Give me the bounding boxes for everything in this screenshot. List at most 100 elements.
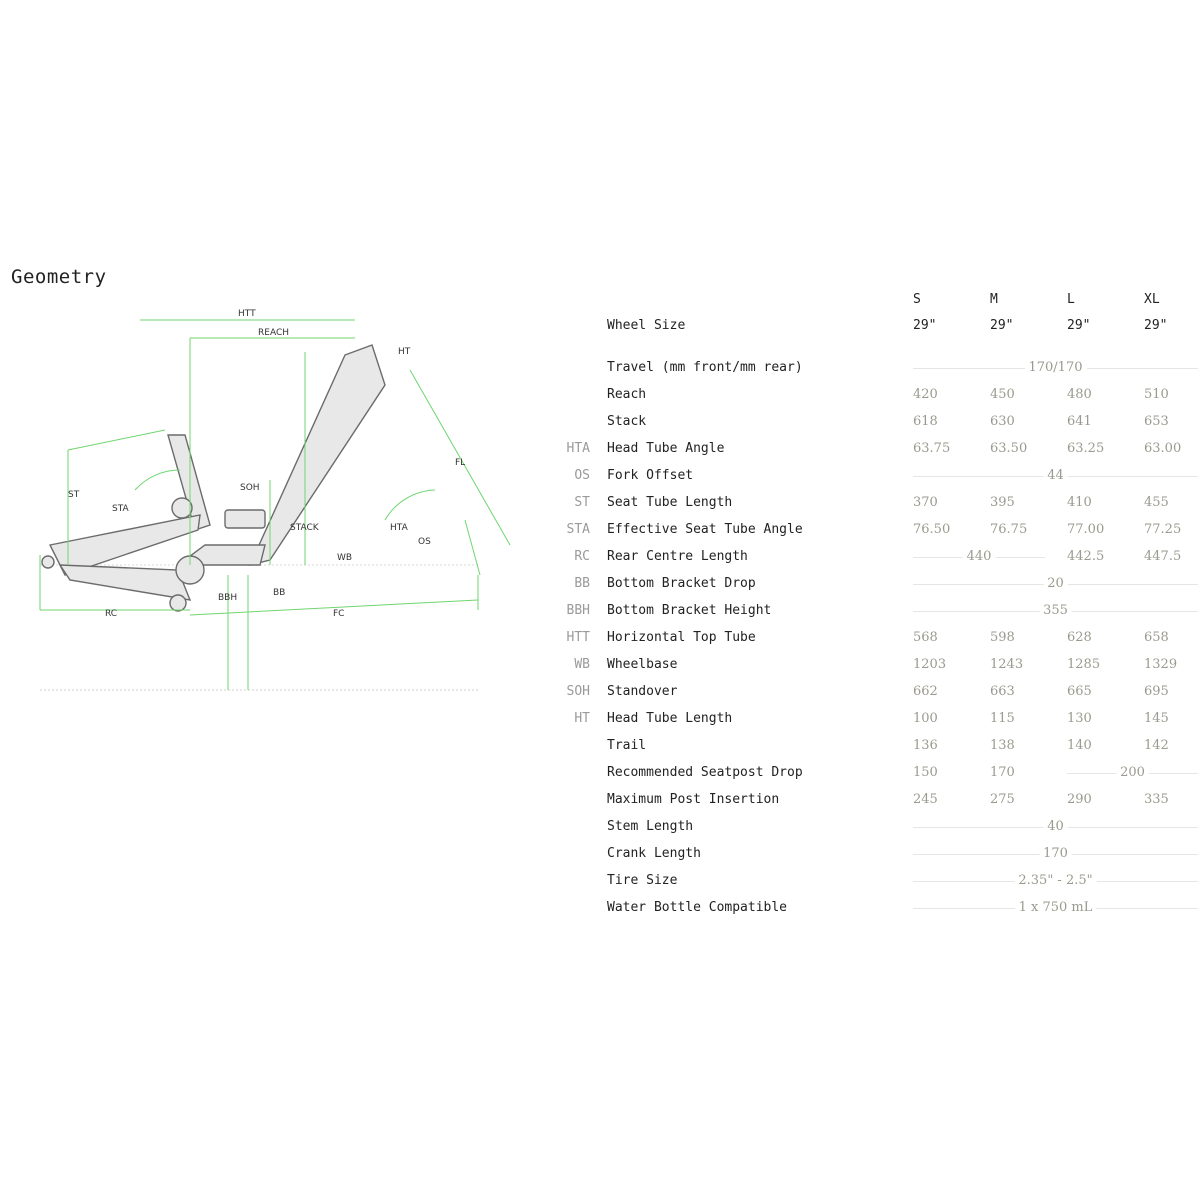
label-fc: FC [333,609,344,619]
row-label: Maximum Post Insertion [607,792,780,807]
cell-value: 598 [990,630,1015,645]
cell-value: 628 [1067,630,1092,645]
cell-value: 630 [990,414,1015,429]
cell-value: 150 [913,765,938,780]
row-label: Head Tube Length [607,711,733,726]
row-abbreviation: HTA [566,441,590,456]
row-label: Bottom Bracket Drop [607,576,756,591]
cell-value-spanning: 355 [1039,603,1072,618]
cell-value: 136 [913,738,938,753]
row-label: Travel (mm front/mm rear) [607,360,803,375]
cell-value: 63.50 [990,441,1028,456]
label-os: OS [418,537,431,547]
label-st: ST [68,490,80,500]
cell-value: 695 [1144,684,1169,699]
row-label: Reach [607,387,647,402]
cell-value-spanning: 170 [1039,846,1072,861]
row-label: Wheelbase [607,657,678,672]
cell-value-spanning: 40 [1043,819,1068,834]
size-header-l: L [1067,292,1075,307]
cell-value: 29" [1067,318,1091,333]
cell-value: 142 [1144,738,1169,753]
cell-value: 100 [913,711,938,726]
table-row: Reach 420 450 480 510 [0,387,1200,414]
row-label: Head Tube Angle [607,441,725,456]
row-label: Wheel Size [607,318,686,333]
cell-value: 76.50 [913,522,951,537]
cell-value: 63.00 [1144,441,1182,456]
label-rc: RC [105,609,117,619]
bike-frame [41,344,386,612]
row-label: Bottom Bracket Height [607,603,772,618]
label-htt: HTT [238,309,256,319]
cell-value: 245 [913,792,938,807]
row-label: Trail [607,738,647,753]
cell-value-spanning: 440 [962,549,996,564]
cell-value: 480 [1067,387,1092,402]
cell-value: 641 [1067,414,1092,429]
size-header-xl: XL [1144,292,1160,307]
cell-value: 420 [913,387,938,402]
cell-value: 115 [990,711,1015,726]
row-abbreviation: ST [574,495,590,510]
row-label: Standover [607,684,678,699]
row-abbreviation: STA [566,522,590,537]
row-label: Stem Length [607,819,694,834]
cell-value: 77.00 [1067,522,1105,537]
row-label: Rear Centre Length [607,549,748,564]
label-bbh: BBH [218,593,237,603]
row-abbreviation: SOH [566,684,590,699]
table-row: BBH Bottom Bracket Height 355 [0,603,1200,630]
cell-value: 140 [1067,738,1092,753]
cell-value: 510 [1144,387,1169,402]
cell-value: 1285 [1067,657,1101,672]
label-ht: HT [398,347,411,357]
page-title: Geometry [11,266,107,288]
bike-geometry-diagram: HTT REACH HT ST STA SOH STACK FL HTA OS … [39,309,511,691]
cell-value-spanning: 2.35" - 2.5" [1014,873,1097,888]
row-abbreviation: HTT [566,630,590,645]
cell-value: 275 [990,792,1015,807]
table-row: Stem Length 40 [0,819,1200,846]
row-abbreviation: WB [574,657,590,672]
label-reach: REACH [258,328,289,338]
cell-value-spanning: 170/170 [1024,360,1087,375]
cell-value: 1203 [913,657,947,672]
cell-value: 145 [1144,711,1169,726]
cell-value: 410 [1067,495,1092,510]
row-abbreviation: BB [574,576,590,591]
cell-value: 76.75 [990,522,1028,537]
row-label: Fork Offset [607,468,694,483]
cell-value: 450 [990,387,1015,402]
row-abbreviation: OS [574,468,590,483]
cell-value: 1329 [1144,657,1178,672]
row-abbreviation: RC [574,549,590,564]
cell-value-spanning: 44 [1043,468,1068,483]
cell-value: 663 [990,684,1015,699]
row-abbreviation: HT [574,711,590,726]
cell-value: 63.25 [1067,441,1105,456]
row-label: Tire Size [607,873,678,888]
size-header-s: S [913,292,921,307]
cell-value: 653 [1144,414,1169,429]
row-label: Stack [607,414,647,429]
row-label: Effective Seat Tube Angle [607,522,803,537]
cell-value: 447.5 [1144,549,1182,564]
cell-value: 335 [1144,792,1169,807]
row-label: Recommended Seatpost Drop [607,765,803,780]
row-abbreviation: BBH [566,603,590,618]
row-label: Seat Tube Length [607,495,733,510]
cell-value: 395 [990,495,1015,510]
label-sta: STA [112,504,130,514]
cell-value: 658 [1144,630,1169,645]
